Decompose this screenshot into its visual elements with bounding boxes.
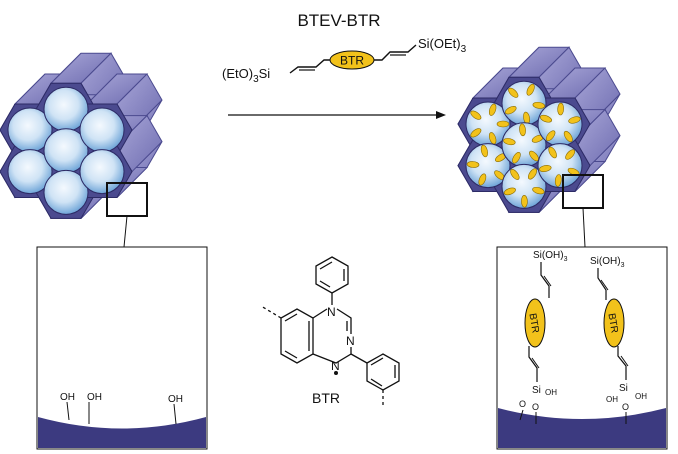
svg-text:Si(OH)3: Si(OH)3 bbox=[590, 256, 625, 269]
chain-right-terminal: Si(OH) bbox=[590, 256, 621, 267]
btr-guest bbox=[470, 128, 482, 138]
btr-n2: N bbox=[346, 334, 355, 348]
btr-guest bbox=[521, 195, 528, 208]
btr-structure-label: BTR bbox=[312, 390, 340, 406]
pore bbox=[43, 169, 89, 215]
btr-guest bbox=[532, 186, 545, 195]
left-oh-3: OH bbox=[168, 394, 183, 405]
btr-radical-dot bbox=[334, 371, 338, 375]
btr-guest bbox=[504, 106, 517, 115]
svg-text:O: O bbox=[519, 399, 526, 409]
btr-guest bbox=[532, 101, 546, 109]
left-mesoporous-material bbox=[0, 52, 163, 220]
btr-guest bbox=[510, 169, 520, 180]
reagent-left-si: Si bbox=[259, 66, 271, 81]
btr-guest bbox=[503, 187, 516, 196]
btr-guest bbox=[503, 138, 516, 146]
right-pore-surface bbox=[498, 408, 666, 448]
reagent-right-linker bbox=[374, 44, 417, 61]
left-oh-2: OH bbox=[87, 392, 102, 403]
svg-text:OH: OH bbox=[606, 395, 618, 404]
btr-guest bbox=[488, 132, 497, 145]
svg-text:BTR: BTR bbox=[605, 312, 619, 334]
left-oh-1: OH bbox=[60, 392, 75, 403]
btr-guest bbox=[529, 150, 539, 162]
left-zoom-panel: OH OH OH bbox=[36, 246, 208, 450]
btr-guest bbox=[466, 161, 480, 168]
svg-text:O: O bbox=[532, 402, 539, 412]
btr-guest bbox=[563, 130, 573, 143]
btr-guest bbox=[519, 123, 526, 137]
chain-right-btr bbox=[603, 298, 625, 348]
chain-left-btr bbox=[524, 298, 546, 348]
svg-text:(EtO)3Si: (EtO)3Si bbox=[222, 66, 270, 85]
pore bbox=[79, 107, 125, 153]
svg-text:Si(OH)3: Si(OH)3 bbox=[533, 250, 568, 263]
left-zoom-connector bbox=[106, 182, 148, 248]
btr-guest bbox=[488, 103, 497, 116]
reagent-left-subscript: 3 bbox=[253, 74, 259, 85]
grafted-chain-left: Si(OH)3 BTR Si OH O O bbox=[519, 250, 568, 424]
btr-guest bbox=[565, 149, 576, 160]
reagent-left-linker bbox=[289, 59, 332, 74]
right-functionalized-material bbox=[457, 46, 621, 214]
right-zoom-connector bbox=[562, 174, 604, 248]
btr-structure bbox=[260, 256, 400, 408]
btr-guest bbox=[508, 87, 519, 98]
reagent-right-group: Si(OEt) bbox=[418, 36, 461, 51]
btr-guest bbox=[527, 168, 537, 180]
btr-guest bbox=[470, 110, 482, 120]
svg-text:BTR: BTR bbox=[526, 312, 540, 334]
btr-guest bbox=[526, 83, 535, 96]
svg-text:OH: OH bbox=[545, 388, 557, 397]
btr-guest bbox=[545, 130, 556, 142]
pore bbox=[79, 149, 125, 195]
chain-left-terminal: Si(OH) bbox=[533, 250, 564, 261]
btr-guest bbox=[568, 116, 581, 124]
btr-guest bbox=[512, 152, 521, 164]
reagent-right-subscript: 3 bbox=[461, 44, 467, 55]
btr-guest bbox=[539, 165, 552, 172]
pore bbox=[7, 149, 53, 195]
svg-text:O: O bbox=[622, 402, 629, 412]
btr-guest bbox=[554, 174, 562, 187]
figure-title: BTEV-BTR bbox=[297, 11, 380, 30]
svg-text:Si(OEt)3: Si(OEt)3 bbox=[418, 36, 467, 55]
reaction-arrow bbox=[228, 111, 446, 119]
grafted-chain-right: Si(OH)3 BTR Si OH OH O bbox=[590, 256, 647, 424]
reagent-btr-label: BTR bbox=[340, 54, 364, 68]
right-zoom-panel: Si(OH)3 BTR Si OH O O Si(OH)3 BTR Si OH bbox=[496, 246, 668, 450]
btr-guest bbox=[480, 144, 488, 158]
reagent-formula: (EtO)3Si BTR Si(OEt)3 bbox=[222, 36, 467, 85]
svg-text:Si: Si bbox=[532, 385, 541, 396]
svg-text:Si: Si bbox=[619, 383, 628, 394]
btr-guest bbox=[496, 120, 510, 128]
btr-guest bbox=[548, 146, 557, 159]
btr-guest bbox=[478, 173, 487, 186]
btr-n1: N bbox=[327, 305, 336, 319]
reagent-left-group: (EtO) bbox=[222, 66, 253, 81]
btr-n4: N bbox=[331, 359, 340, 373]
svg-text:OH: OH bbox=[635, 392, 647, 401]
btr-guest bbox=[539, 114, 552, 123]
left-pore-surface bbox=[38, 417, 206, 448]
btr-guest bbox=[557, 102, 564, 116]
